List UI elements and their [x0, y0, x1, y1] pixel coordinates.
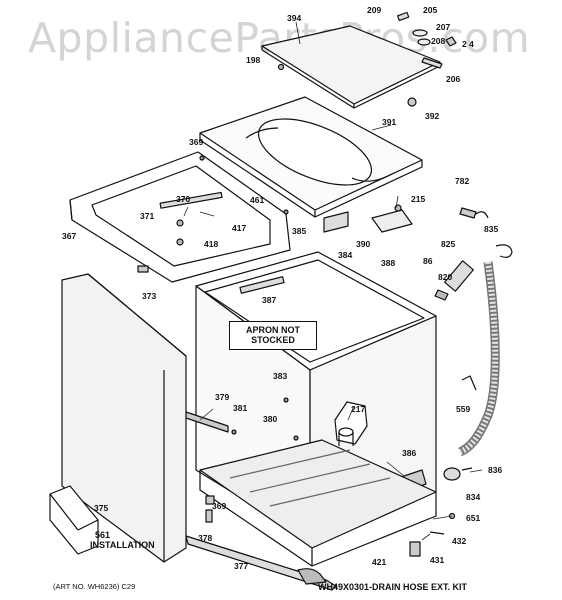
frame-ring	[69, 151, 291, 283]
left-brace	[185, 411, 229, 433]
part-label-559: 559	[456, 404, 471, 414]
part-label-417: 417	[232, 223, 247, 233]
part-label-387: 387	[262, 295, 277, 305]
part-label-834: 834	[466, 492, 481, 502]
part-label-431: 431	[430, 555, 445, 565]
part-label-461: 461	[250, 195, 265, 205]
part-label-390: 390	[356, 239, 371, 249]
part-label-371: 371	[140, 211, 155, 221]
part-label-369-bottom: 369	[212, 501, 227, 511]
lid	[261, 25, 441, 109]
hinge-parts	[277, 11, 457, 107]
part-label-377: 377	[234, 561, 249, 571]
part-label-204: 2 4	[462, 39, 474, 49]
part-label-379: 379	[215, 392, 230, 402]
part-label-391: 391	[382, 117, 397, 127]
part-label-205: 205	[423, 5, 438, 15]
part-label-385: 385	[292, 226, 307, 236]
front-panel	[61, 273, 187, 563]
part-label-782: 782	[455, 176, 470, 186]
installation-part-number: 561	[95, 530, 111, 540]
part-label-206: 206	[446, 74, 461, 84]
part-label-384: 384	[338, 250, 353, 260]
part-label-375: 375	[94, 503, 109, 513]
part-label-394: 394	[287, 13, 302, 23]
part-label-432: 432	[452, 536, 467, 546]
drain-hose	[444, 244, 513, 457]
part-label-392: 392	[425, 111, 440, 121]
part-label-421: 421	[372, 557, 387, 567]
part-label-198: 198	[246, 55, 261, 65]
install-envelope	[49, 485, 99, 555]
part-label-820: 820	[438, 272, 453, 282]
installation-label: INSTALLATION	[90, 540, 155, 550]
part-label-378: 378	[198, 533, 213, 543]
part-label-207: 207	[436, 22, 451, 32]
part-label-367: 367	[62, 231, 77, 241]
part-label-209: 209	[367, 5, 382, 15]
part-label-86: 86	[423, 256, 433, 266]
top-cover	[199, 96, 423, 218]
part-label-381: 381	[233, 403, 248, 413]
part-label-836: 836	[488, 465, 503, 475]
art-number: (ART NO. WH6236) C29	[53, 582, 136, 591]
apron-not-stocked-note: APRON NOT STOCKED	[229, 321, 317, 350]
part-label-369-top: 369	[189, 137, 204, 147]
part-label-835: 835	[484, 224, 499, 234]
part-label-215: 215	[411, 194, 426, 204]
part-label-373: 373	[142, 291, 157, 301]
small-parts	[137, 155, 489, 557]
part-label-825: 825	[441, 239, 456, 249]
part-label-380: 380	[263, 414, 278, 424]
apron	[185, 535, 337, 591]
base	[199, 439, 437, 567]
part-label-651: 651	[466, 513, 481, 523]
drain-hose-kit-note: WH49X0301-DRAIN HOSE EXT. KIT	[318, 582, 468, 592]
part-label-370: 370	[176, 194, 191, 204]
leader-lines	[183, 21, 483, 541]
part-label-208: 208	[431, 36, 446, 46]
part-label-386: 386	[402, 448, 417, 458]
part-label-418: 418	[204, 239, 219, 249]
part-label-388: 388	[381, 258, 396, 268]
part-label-217: 217	[351, 404, 366, 414]
part-label-383: 383	[273, 371, 288, 381]
